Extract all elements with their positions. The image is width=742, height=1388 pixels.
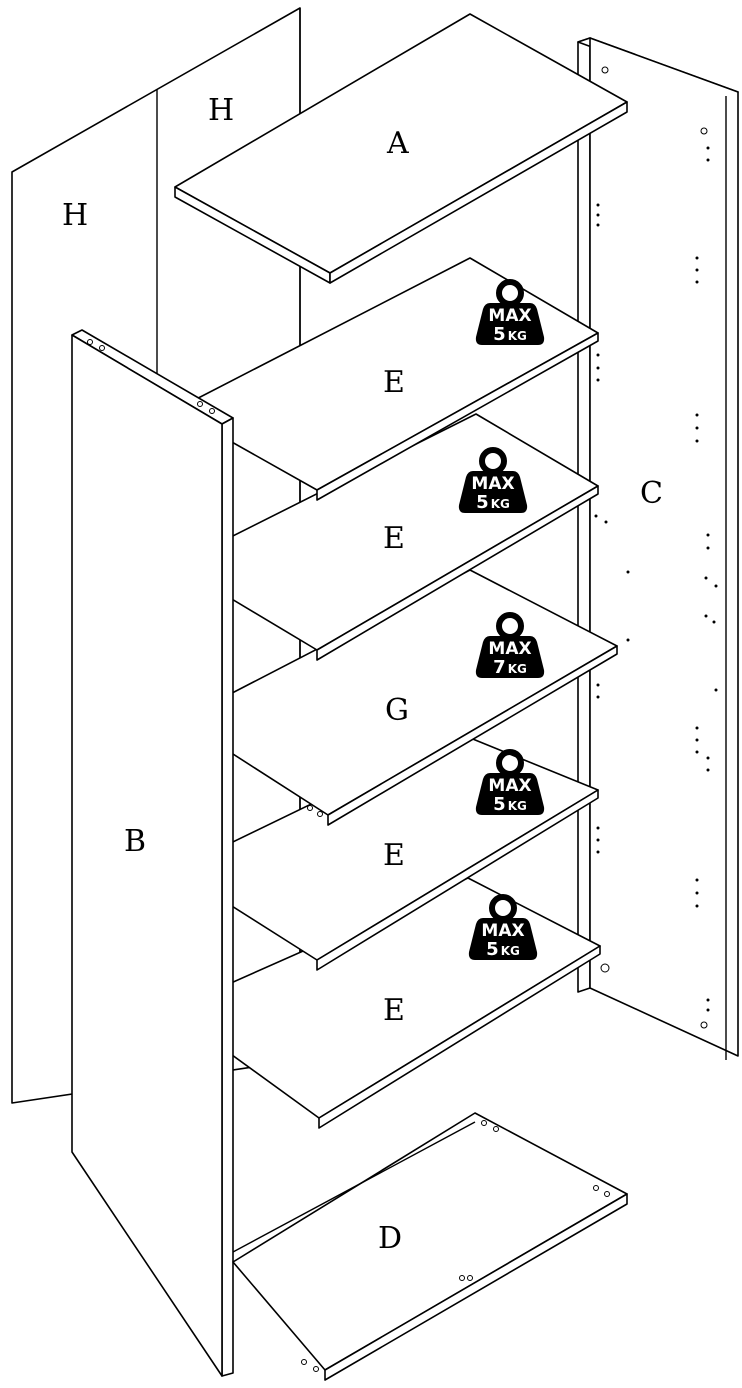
left-side-panel [71,329,234,1377]
right-side-panel [577,37,739,1060]
weight-max-label: MAX [488,639,531,659]
top-panel [174,13,628,284]
weight-max-label: MAX [488,306,531,326]
label-top: A [386,126,409,161]
weight-body [475,773,545,815]
weight-body [468,918,538,960]
weight-max-label: MAX [471,474,514,494]
weight-body [458,471,528,513]
bottom-panel [232,1112,628,1381]
label-back-right: H [208,93,234,128]
label-shelf-3: G [385,693,409,728]
weight-body [475,636,545,678]
weight-max-label: MAX [481,921,524,941]
label-shelf-2: E [383,521,405,556]
label-shelf-4: E [383,838,405,873]
label-right-side: C [640,476,663,511]
right-panel-holes [594,66,718,1029]
weight-body [475,303,545,345]
label-shelf-1: E [383,365,405,400]
label-shelf-5: E [383,993,405,1028]
weight-max-label: MAX [488,776,531,796]
label-bottom: D [378,1221,402,1256]
label-back-left: H [62,198,88,233]
label-left-side: B [124,824,146,859]
